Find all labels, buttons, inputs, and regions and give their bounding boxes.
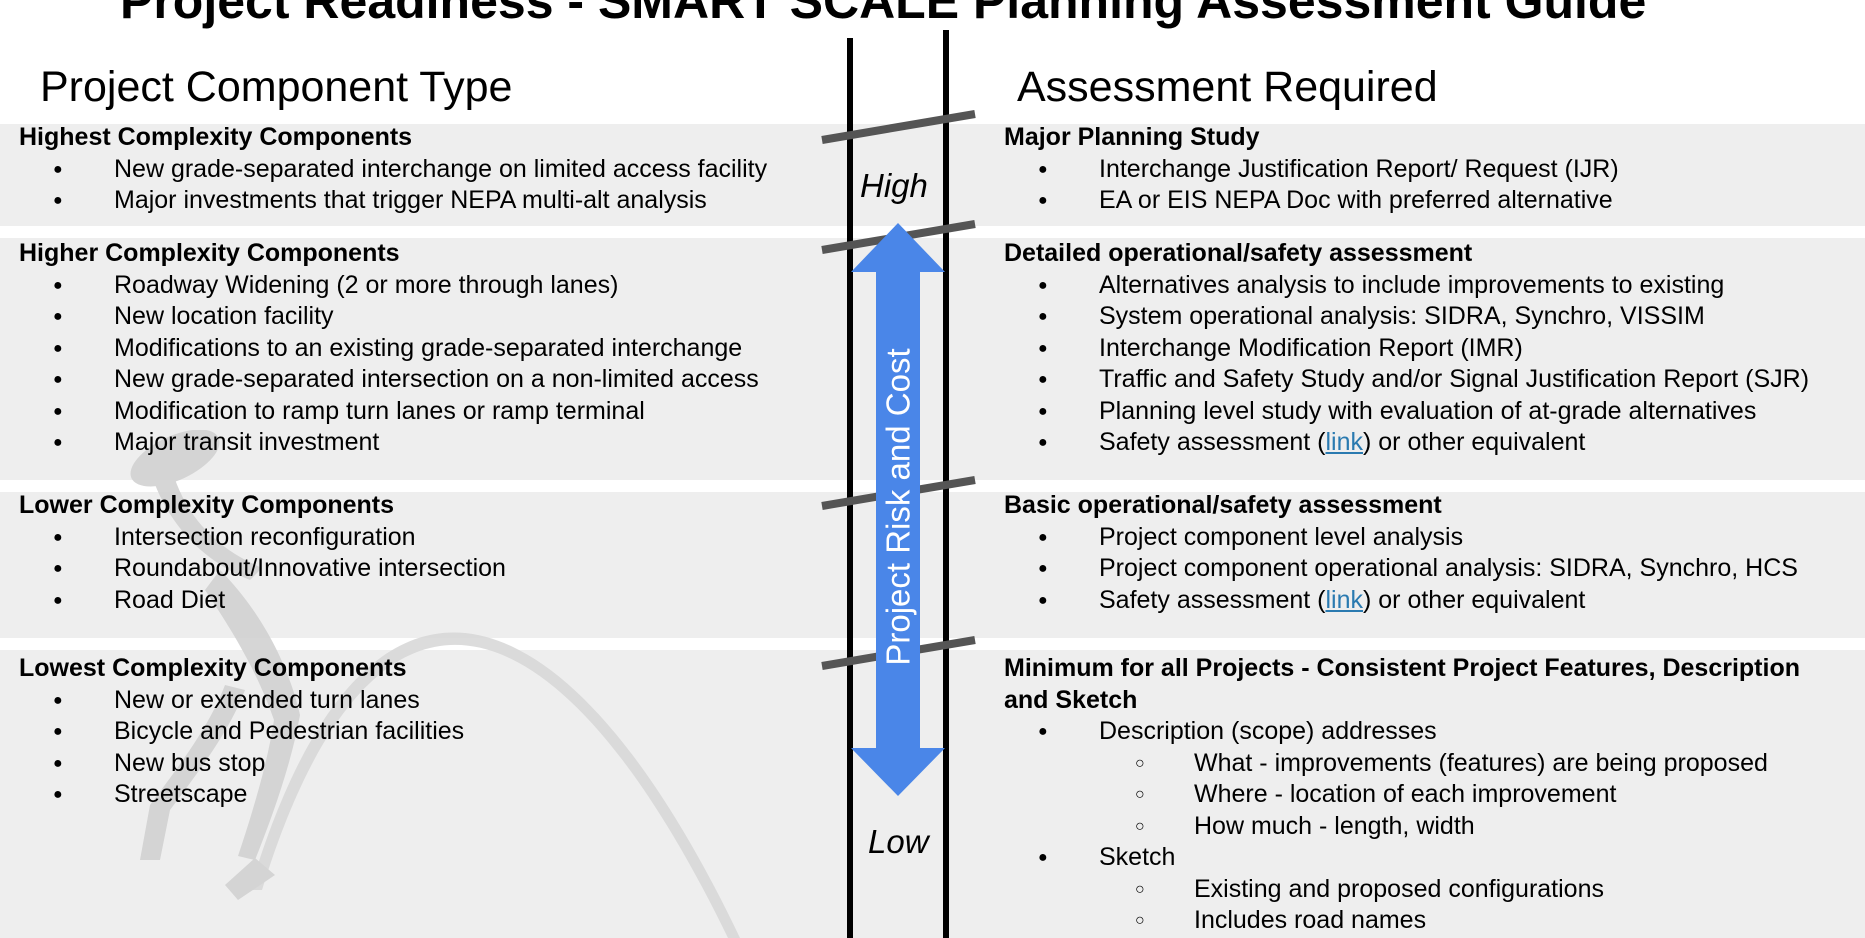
list-item: Bicycle and Pedestrian facilities: [19, 716, 464, 748]
lowest-complexity-components: Lowest Complexity Components New or exte…: [19, 653, 464, 811]
list-item: New or extended turn lanes: [19, 685, 464, 717]
higher-complexity-components: Higher Complexity Components Roadway Wid…: [19, 238, 759, 459]
sub-list-item: What - improvements (features) are being…: [1004, 748, 1800, 780]
risk-cost-arrow-label: Project Risk and Cost: [879, 348, 917, 666]
list-item: Interchange Modification Report (IMR): [1004, 333, 1809, 365]
major-planning-study-heading: Major Planning Study: [1004, 123, 1260, 151]
sub-list-item: Where - location of each improvement: [1004, 779, 1800, 811]
list-item: Streetscape: [19, 779, 464, 811]
highest-complexity-components: Highest Complexity Components New grade-…: [19, 122, 767, 217]
list-item: System operational analysis: SIDRA, Sync…: [1004, 301, 1809, 333]
list-item: Major investments that trigger NEPA mult…: [19, 185, 767, 217]
list-item: New bus stop: [19, 748, 464, 780]
list-item: Roadway Widening (2 or more through lane…: [19, 270, 759, 302]
safety-assessment-text-end: ) or other equivalent: [1363, 585, 1586, 614]
higher-complexity-heading: Higher Complexity Components: [19, 239, 400, 267]
list-item: Project component level analysis: [1004, 522, 1798, 554]
detailed-assessment-heading: Detailed operational/safety assessment: [1004, 239, 1473, 267]
safety-assessment-link[interactable]: link: [1325, 585, 1363, 614]
sub-list-item: Existing and proposed configurations: [1004, 874, 1800, 906]
basic-assessment: Basic operational/safety assessment Proj…: [1004, 490, 1798, 616]
sub-list-item: How much - length, width: [1004, 811, 1800, 843]
list-item: Roundabout/Innovative intersection: [19, 553, 506, 585]
highest-complexity-heading: Highest Complexity Components: [19, 123, 413, 151]
list-item: Intersection reconfiguration: [19, 522, 506, 554]
scale-low-label: Low: [868, 823, 929, 860]
safety-assessment-text: Safety assessment (: [1099, 585, 1326, 614]
major-planning-study: Major Planning Study Interchange Justifi…: [1004, 122, 1619, 217]
list-item: Modifications to an existing grade-separ…: [19, 333, 759, 365]
safety-assessment-link[interactable]: link: [1325, 428, 1363, 456]
minimum-assessment-heading-line1: Minimum for all Projects - Consistent Pr…: [1004, 654, 1800, 682]
assessment-header: Assessment Required: [1017, 63, 1438, 111]
lower-complexity-heading: Lower Complexity Components: [19, 491, 395, 519]
list-item: Interchange Justification Report/ Reques…: [1004, 154, 1619, 186]
list-item: EA or EIS NEPA Doc with preferred altern…: [1004, 185, 1619, 217]
list-item: Project component operational analysis: …: [1004, 553, 1798, 585]
list-item: Alternatives analysis to include improve…: [1004, 270, 1809, 302]
list-item: New grade-separated intersection on a no…: [19, 364, 759, 396]
scale-rung-1: [821, 110, 976, 144]
list-item: New grade-separated interchange on limit…: [19, 154, 767, 186]
risk-cost-scale: [821, 30, 976, 938]
list-item: Modification to ramp turn lanes or ramp …: [19, 396, 759, 428]
lowest-complexity-heading: Lowest Complexity Components: [19, 654, 407, 682]
list-item: New location facility: [19, 301, 759, 333]
basic-assessment-heading: Basic operational/safety assessment: [1004, 491, 1442, 519]
scale-high-label: High: [860, 167, 928, 204]
component-type-header: Project Component Type: [40, 63, 513, 111]
list-item: Safety assessment (link) or other equiva…: [1004, 585, 1798, 617]
list-item: Description (scope) addresses: [1004, 716, 1800, 748]
detailed-assessment: Detailed operational/safety assessment A…: [1004, 238, 1809, 459]
safety-assessment-text: Safety assessment (: [1099, 428, 1326, 456]
list-item: Safety assessment (link) or other equiva…: [1004, 427, 1809, 459]
list-item: Planning level study with evaluation of …: [1004, 396, 1809, 428]
safety-assessment-text-end: ) or other equivalent: [1363, 428, 1586, 456]
list-item: Road Diet: [19, 585, 506, 617]
list-item: Major transit investment: [19, 427, 759, 459]
list-item: Traffic and Safety Study and/or Signal J…: [1004, 364, 1809, 396]
list-item: Sketch: [1004, 842, 1800, 874]
page-title: Project Readiness - SMART SCALE Planning…: [120, 0, 1647, 29]
minimum-assessment: Minimum for all Projects - Consistent Pr…: [1004, 653, 1800, 937]
lower-complexity-components: Lower Complexity Components Intersection…: [19, 490, 506, 616]
minimum-assessment-heading-line2: and Sketch: [1004, 685, 1138, 714]
risk-cost-arrow: [851, 223, 945, 796]
sub-list-item: Includes road names: [1004, 905, 1800, 937]
